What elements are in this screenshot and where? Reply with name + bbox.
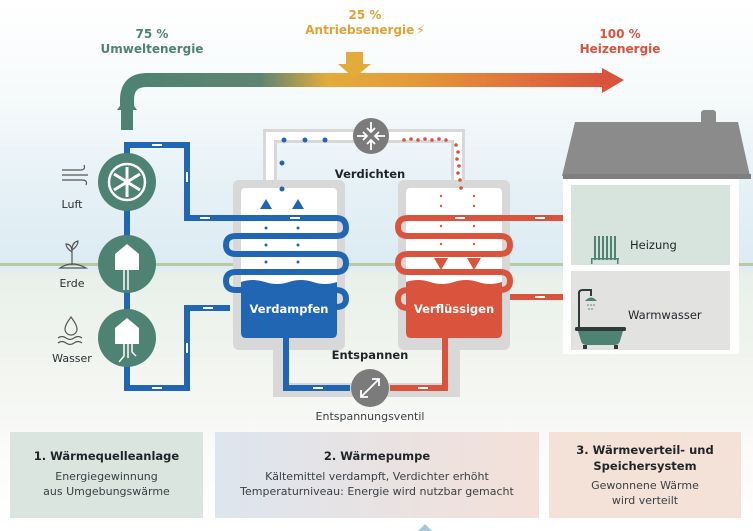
plant-icon [58, 240, 89, 269]
vapor-dots [260, 137, 328, 264]
info-box-heat-pump: 2. Wärmepumpe Kältemittel verdampft, Ver… [215, 432, 539, 518]
evaporator-coil [222, 215, 350, 310]
source-label-air: Luft [61, 198, 83, 211]
radiator-icon [591, 236, 619, 264]
compressor-icon[interactable] [353, 118, 389, 154]
compressor-label: Verdichten [334, 167, 406, 181]
info-box-text-line: Gewonnene Wärme [591, 479, 699, 492]
room-label-heating: Heizung [630, 238, 677, 252]
heat-label: Heizenergie [579, 42, 661, 56]
condenser-label: Verflüssigen [413, 302, 495, 316]
drive-label: Antriebsenergie [305, 23, 415, 37]
info-box-title: 2. Wärmepumpe [323, 449, 431, 463]
flow-arrows [152, 144, 213, 389]
heat-energy-label: 100 % Heizenergie [565, 27, 675, 57]
expansion-valve-icon[interactable] [351, 369, 389, 407]
bathtub-shower-icon [575, 289, 626, 349]
condensing-dots [402, 137, 481, 270]
down-arrow-icon [338, 52, 371, 78]
ground-source-circle [98, 235, 156, 293]
evaporator-liquid [241, 280, 337, 338]
info-box-text-line: aus Umgebungswärme [43, 485, 170, 498]
fan-icon [113, 167, 141, 197]
source-label-ground: Erde [59, 277, 85, 290]
wind-icon [62, 164, 88, 186]
house-icon [115, 244, 139, 270]
environment-percent: 75 % [135, 27, 169, 41]
info-box-1-bg [10, 432, 203, 518]
info-box-2-bg [215, 432, 539, 518]
info-box-title-line: 3. Wärmeverteil- und [576, 443, 714, 457]
condenser-liquid [406, 280, 502, 338]
warm-return-pipe [390, 338, 448, 391]
room-label-hot-water: Warmwasser [628, 308, 702, 322]
info-box-3-bg [549, 432, 741, 518]
info-box-distribution: 3. Wärmeverteil- und Speichersystem Gewo… [549, 432, 741, 518]
info-box-text-line: wird verteilt [611, 494, 679, 507]
cold-return-pipe [283, 338, 350, 391]
info-box-text-line: Temperaturniveau: Energie wird nutzbar g… [240, 485, 514, 498]
info-box-text-line: Kältemittel verdampft, Verdichter erhöht [265, 470, 489, 483]
drive-energy-label: 25 % Antriebsenergie⚡ [300, 8, 430, 38]
room-heating [571, 185, 730, 265]
source-label-water: Wasser [52, 352, 92, 365]
expansion-valve-label: Entspannungsventil [315, 410, 425, 423]
energy-flow-arrow [117, 52, 624, 130]
house-icon [115, 318, 139, 344]
air-source-circle [98, 153, 156, 211]
roof [562, 122, 750, 176]
lightning-icon: ⚡ [416, 23, 425, 37]
water-drop-icon [57, 315, 83, 346]
evaporator-label: Verdampfen [249, 302, 329, 316]
info-box-text-line: Energiegewinnung [55, 470, 158, 483]
pointer-triangle [418, 524, 432, 531]
house [562, 110, 751, 354]
chimney [701, 110, 716, 124]
environment-energy-label: 75 % Umweltenergie [97, 27, 207, 57]
ground-line [0, 263, 753, 266]
up-arrow-icon [117, 96, 137, 130]
info-box-title-line: Speichersystem [593, 459, 697, 473]
drive-percent: 25 % [348, 8, 382, 22]
info-box-title: 1. Wärmequelleanlage [33, 449, 180, 463]
info-box-heat-source: 1. Wärmequelleanlage Energiegewinnung au… [10, 432, 203, 518]
environment-label: Umweltenergie [100, 42, 204, 56]
heat-percent: 100 % [599, 27, 641, 41]
expansion-label: Entspannen [331, 348, 409, 362]
water-source-circle [98, 309, 156, 367]
